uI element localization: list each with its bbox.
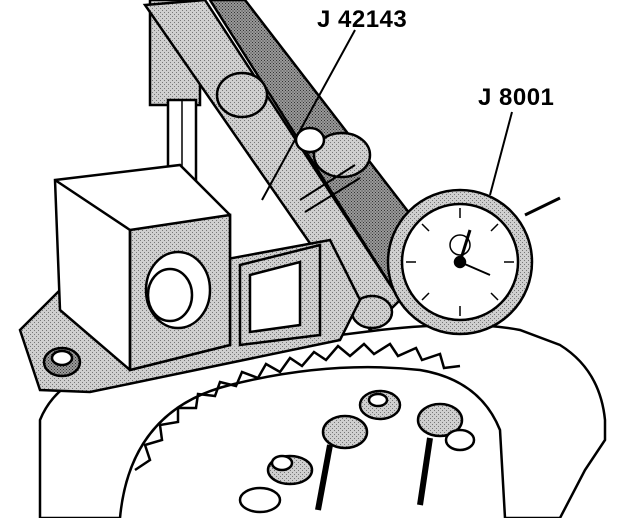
callout-j8001: J 8001 — [478, 84, 555, 111]
callout-j42143: J 42143 — [317, 6, 408, 33]
hub-bolts — [238, 389, 476, 514]
leader-lines — [261, 29, 513, 201]
dial-indicator — [386, 188, 561, 336]
mounting-block — [18, 163, 362, 394]
